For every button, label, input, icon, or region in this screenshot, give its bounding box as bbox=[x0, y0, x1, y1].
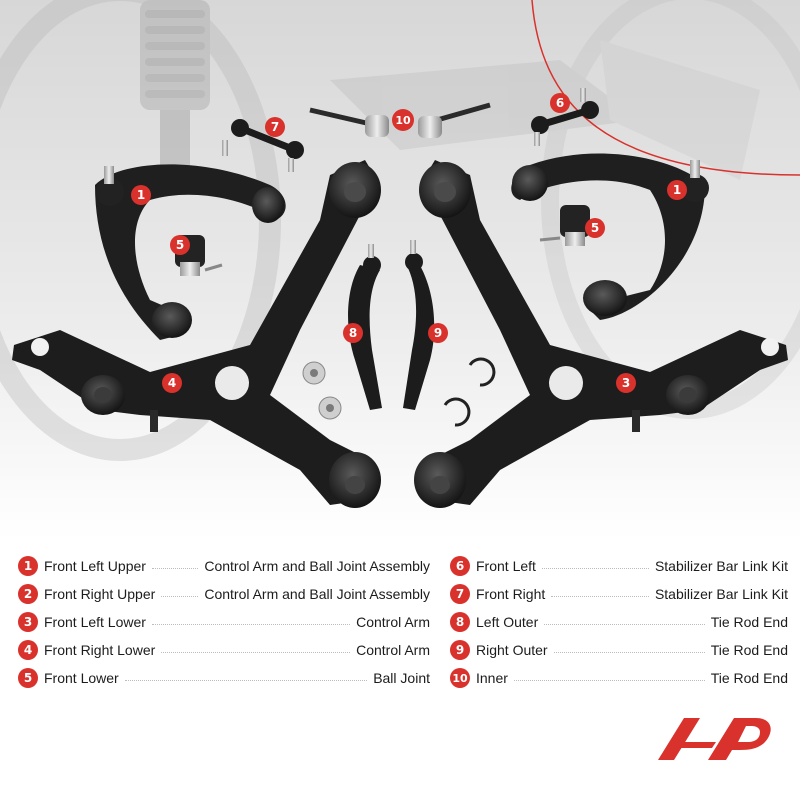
washers-and-clips-image bbox=[302, 357, 496, 427]
part-position: Left Outer bbox=[476, 614, 539, 630]
part-position: Front Left bbox=[476, 558, 536, 574]
legend-item-8: 8 Left Outer Tie Rod End bbox=[450, 608, 788, 636]
ball-joint-right-image bbox=[539, 205, 590, 246]
svg-text:7: 7 bbox=[271, 120, 279, 134]
svg-text:10: 10 bbox=[395, 114, 411, 127]
front-right-lower-control-arm-left-image bbox=[12, 160, 381, 508]
number-badge: 10 bbox=[450, 668, 470, 688]
part-position: Front Left Lower bbox=[44, 614, 146, 630]
stabilizer-link-right-image bbox=[222, 119, 304, 172]
dotted-leader bbox=[513, 679, 705, 681]
legend-item-3: 3 Front Left Lower Control Arm bbox=[18, 608, 430, 636]
part-description: Stabilizer Bar Link Kit bbox=[654, 558, 788, 574]
number-badge: 9 bbox=[450, 640, 470, 660]
svg-text:1: 1 bbox=[673, 183, 681, 197]
legend-item-6: 6 Front Left Stabilizer Bar Link Kit bbox=[450, 552, 788, 580]
legend-item-1: 1 Front Left Upper Control Arm and Ball … bbox=[18, 552, 430, 580]
upper-control-arm-right-image bbox=[511, 153, 709, 320]
dotted-leader bbox=[161, 651, 351, 653]
legend-item-5: 5 Front Lower Ball Joint bbox=[18, 664, 430, 692]
front-left-lower-control-arm-right-image bbox=[414, 160, 788, 508]
legend-item-4: 4 Front Right Lower Control Arm bbox=[18, 636, 430, 664]
ap-brand-logo-icon bbox=[658, 718, 771, 760]
dotted-leader bbox=[151, 567, 199, 569]
svg-text:1: 1 bbox=[137, 188, 145, 202]
outer-tie-rod-left-image bbox=[348, 244, 382, 410]
callout-1-right: 1 bbox=[667, 180, 687, 200]
product-photo: 1 1 3 4 5 5 6 bbox=[0, 0, 800, 540]
part-description: Control Arm and Ball Joint Assembly bbox=[204, 558, 430, 574]
callout-3: 3 bbox=[616, 373, 636, 393]
part-description: Ball Joint bbox=[373, 670, 430, 686]
legend-item-10: 10 Inner Tie Rod End bbox=[450, 664, 788, 692]
callout-7: 7 bbox=[265, 117, 285, 137]
outer-tie-rod-right-image bbox=[403, 240, 435, 410]
callout-6: 6 bbox=[550, 93, 570, 113]
number-badge: 2 bbox=[18, 584, 38, 604]
part-description: Control Arm and Ball Joint Assembly bbox=[204, 586, 430, 602]
callout-5-right: 5 bbox=[585, 218, 605, 238]
part-description: Control Arm bbox=[356, 614, 430, 630]
number-badge: 7 bbox=[450, 584, 470, 604]
callout-1-left: 1 bbox=[131, 185, 151, 205]
number-badge: 1 bbox=[18, 556, 38, 576]
part-description: Tie Rod End bbox=[710, 642, 788, 658]
legend-item-2: 2 Front Right Upper Control Arm and Ball… bbox=[18, 580, 430, 608]
part-description: Stabilizer Bar Link Kit bbox=[654, 586, 788, 602]
callout-10: 10 bbox=[392, 109, 414, 131]
part-position: Inner bbox=[476, 670, 508, 686]
part-position: Front Left Upper bbox=[44, 558, 146, 574]
part-position: Right Outer bbox=[476, 642, 548, 658]
photo-callouts: 1 1 3 4 5 5 6 bbox=[131, 93, 687, 393]
part-position: Front Right Lower bbox=[44, 642, 156, 658]
part-description: Tie Rod End bbox=[710, 614, 788, 630]
svg-text:3: 3 bbox=[622, 376, 630, 390]
inner-tie-rod-ends-image bbox=[309, 102, 491, 138]
svg-text:4: 4 bbox=[168, 376, 176, 390]
callout-4: 4 bbox=[162, 373, 182, 393]
parts-legend: 1 Front Left Upper Control Arm and Ball … bbox=[18, 552, 788, 692]
svg-text:9: 9 bbox=[434, 326, 442, 340]
part-description: Control Arm bbox=[356, 642, 430, 658]
number-badge: 3 bbox=[18, 612, 38, 632]
dotted-leader bbox=[124, 679, 368, 681]
legend-item-9: 9 Right Outer Tie Rod End bbox=[450, 636, 788, 664]
legend-column-right: 6 Front Left Stabilizer Bar Link Kit 7 F… bbox=[450, 552, 788, 692]
part-description: Tie Rod End bbox=[710, 670, 788, 686]
svg-text:5: 5 bbox=[591, 221, 599, 235]
number-badge: 6 bbox=[450, 556, 470, 576]
dotted-leader bbox=[151, 623, 351, 625]
part-position: Front Right bbox=[476, 586, 546, 602]
number-badge: 4 bbox=[18, 640, 38, 660]
legend-column-left: 1 Front Left Upper Control Arm and Ball … bbox=[18, 552, 430, 692]
part-position: Front Right Upper bbox=[44, 586, 156, 602]
stabilizer-link-left-image bbox=[531, 88, 599, 146]
callout-5-left: 5 bbox=[170, 235, 190, 255]
upper-control-arm-left-image bbox=[95, 164, 286, 340]
dotted-leader bbox=[161, 595, 199, 597]
svg-text:5: 5 bbox=[176, 238, 184, 252]
dotted-leader bbox=[541, 567, 649, 569]
callout-8: 8 bbox=[343, 323, 363, 343]
number-badge: 8 bbox=[450, 612, 470, 632]
callout-9: 9 bbox=[428, 323, 448, 343]
number-badge: 5 bbox=[18, 668, 38, 688]
dotted-leader bbox=[553, 651, 705, 653]
legend-item-7: 7 Front Right Stabilizer Bar Link Kit bbox=[450, 580, 788, 608]
svg-text:8: 8 bbox=[349, 326, 357, 340]
dotted-leader bbox=[544, 623, 705, 625]
dotted-leader bbox=[551, 595, 649, 597]
part-position: Front Lower bbox=[44, 670, 119, 686]
accent-curve bbox=[531, 0, 800, 176]
svg-text:6: 6 bbox=[556, 96, 564, 110]
